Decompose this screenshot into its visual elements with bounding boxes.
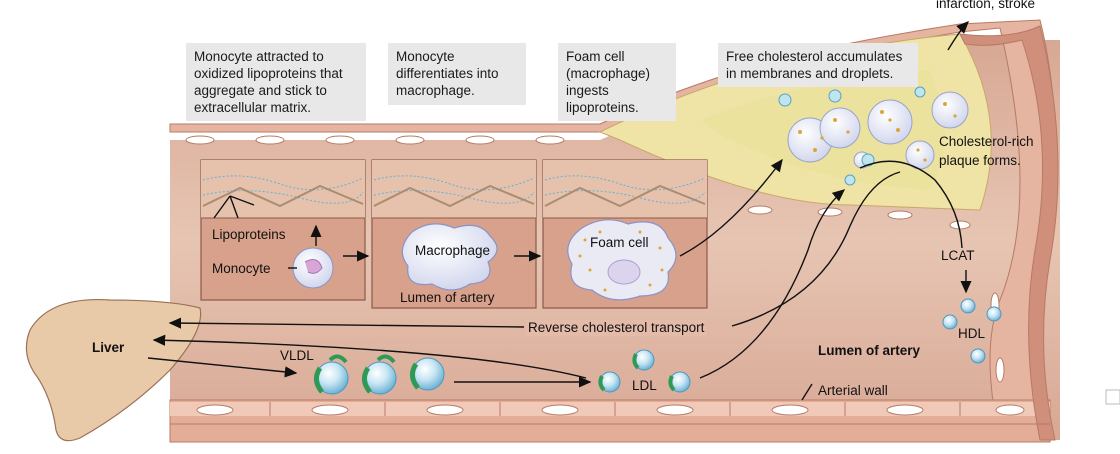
- label-lipoproteins: Lipoproteins: [212, 227, 286, 242]
- pathway-arrows: [147, 21, 972, 401]
- inset-panels: [200, 159, 708, 309]
- endothelial-cells-top: [185, 135, 1005, 383]
- lipoprotein-particles: [314, 298, 1002, 395]
- label-lumen-of-artery-inset: Lumen of artery: [400, 290, 495, 305]
- label-liver: Liver: [92, 340, 125, 355]
- label-ldl: LDL: [632, 378, 657, 393]
- caption-free-cholesterol: Free cholesterol accumulates in membrane…: [718, 43, 918, 87]
- caption-monocyte-attracted: Monocyte attracted to oxidized lipoprote…: [186, 43, 366, 121]
- label-foam-cell: Foam cell: [590, 235, 649, 250]
- label-cholesterol-rich: Cholesterol-rich plaque forms.: [939, 134, 1034, 168]
- label-hdl: HDL: [958, 326, 986, 341]
- caption-monocyte-differentiates: Monocyte differentiates into macrophage.: [388, 43, 526, 105]
- label-macrophage: Macrophage: [415, 243, 491, 258]
- label-lumen-of-artery-main: Lumen of artery: [818, 343, 921, 358]
- label-arterial-wall: Arterial wall: [818, 383, 888, 398]
- label-reverse-cholesterol-transport: Reverse cholesterol transport: [526, 320, 707, 336]
- caption-foam-cell-ingests: Foam cell (macrophage) ingests lipoprote…: [558, 43, 676, 121]
- label-monocyte: Monocyte: [212, 261, 271, 276]
- label-vldl: VLDL: [280, 348, 314, 363]
- label-infarction-stroke: infarction, stroke: [936, 0, 1036, 11]
- plaque-foam-cells: [787, 91, 969, 170]
- label-lcat: LCAT: [941, 248, 975, 263]
- endothelial-cells-bottom: [196, 404, 1025, 416]
